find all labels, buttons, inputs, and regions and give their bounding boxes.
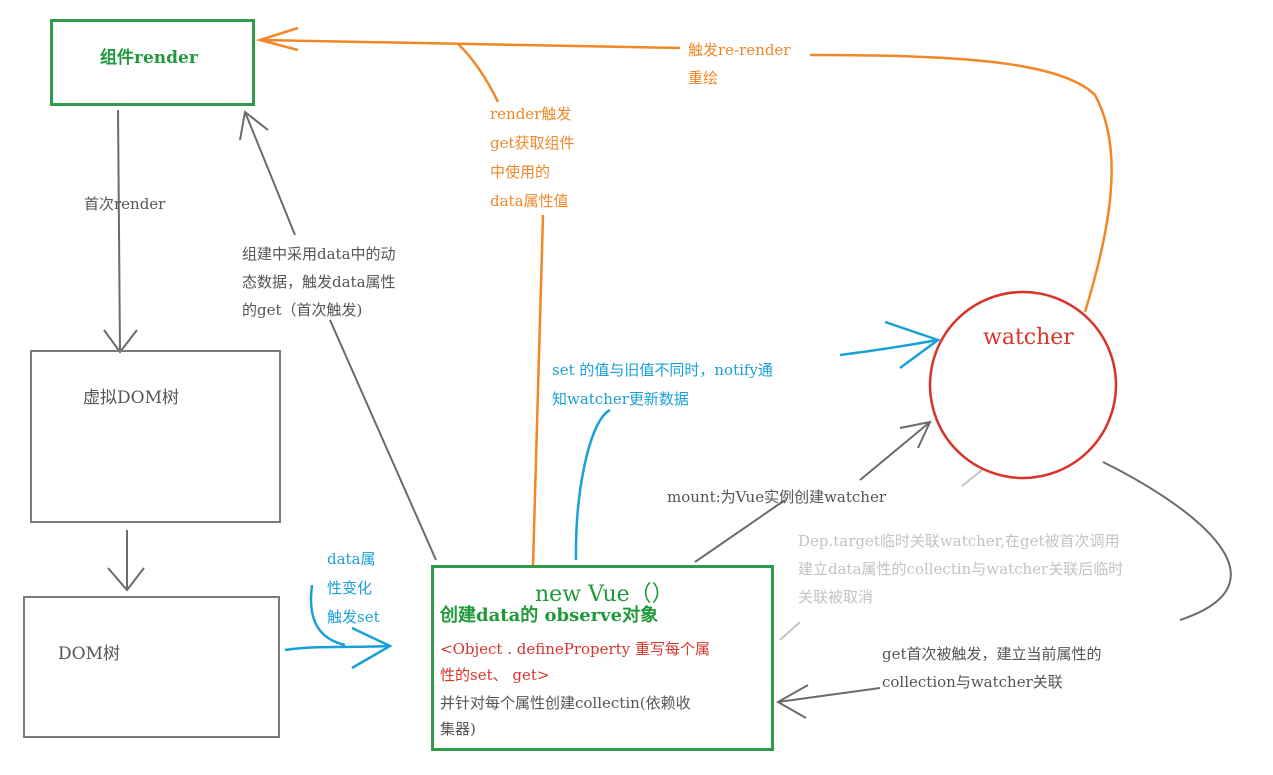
watcher-label: watcher [983,325,1074,350]
arrowhead-watcher-gray [899,420,932,449]
arrowhead-watcher-blue [884,320,941,370]
first-render-label: 首次render [84,195,166,213]
arrowhead-render-orange [255,26,299,52]
edge-vue-to-watcher [694,421,931,563]
component-render-box [50,19,255,106]
edge-watcher-to-vue [777,461,1232,703]
arrowhead-dom [107,567,145,592]
arrowhead-render-gray [239,110,269,141]
dep-target-label: Dep.target临时关联watcher,在get被首次调用 建立data属性… [798,532,1124,606]
arrowhead-vdom [103,329,138,354]
use-data-label: 组建中采用data中的动 态数据，触发data属性 的get（首次触发) [242,245,396,319]
component-render-label: 组件render [100,48,198,68]
edge-render-to-vdom [117,109,121,353]
edge-vue-to-watcher-notify [574,338,939,561]
arrowhead-vue-blue [351,626,393,670]
edge-dom-to-vue [284,584,389,652]
virtual-dom-label: 虚拟DOM树 [83,388,179,408]
edge-vue-get [457,43,545,566]
get-first-label: get首次被触发，建立当前属性的 collection与watcher关联 [882,645,1102,691]
edge-watcher-to-render [259,38,1113,313]
new-vue-title: new Vue（） [535,582,674,607]
edge-dep-target [779,469,983,641]
virtual-dom-box [30,350,281,523]
new-vue-define-property: <Object . defineProperty 重写每个属 性的set、 ge… [440,640,710,684]
render-get-label: render触发 get获取组件 中使用的 data属性值 [490,105,575,210]
notify-label: set 的值与旧值不同时，notify通 知watcher更新数据 [552,361,773,408]
edge-vue-to-render [244,111,437,561]
dom-tree-label: DOM树 [58,644,120,664]
mount-label: mount:为Vue实例创建watcher [667,488,886,506]
trigger-rerender-label: 触发re-render 重绘 [688,41,791,87]
new-vue-collectin: 并针对每个属性创建collectin(依赖收 集器) [440,694,691,738]
arrowhead-vue-gray [775,684,809,719]
dom-tree-box [23,596,280,738]
watcher-circle [928,290,1118,480]
data-change-label: data属 性变化 触发set [327,550,380,626]
new-vue-observe: 创建data的 observe对象 [440,605,659,626]
new-vue-box [431,565,774,751]
